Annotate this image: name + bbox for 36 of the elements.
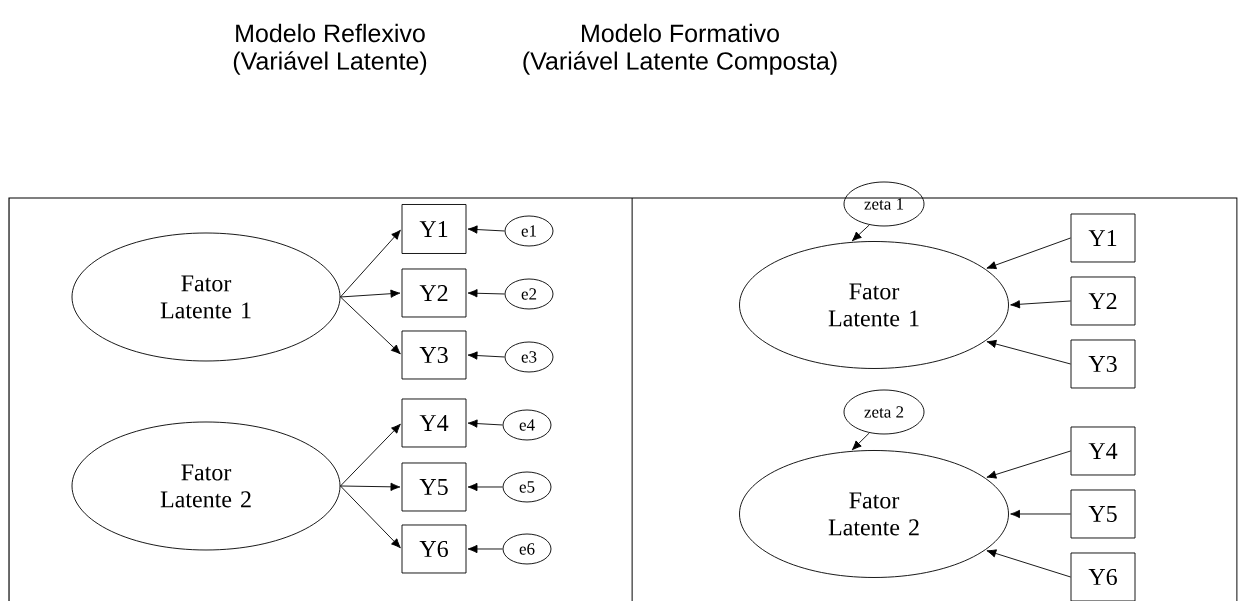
arrow (986, 549, 1071, 578)
arrow (1010, 300, 1071, 309)
indicator-box: Y6 (1070, 552, 1136, 601)
indicator-box: Y4 (401, 398, 467, 448)
arrow (467, 289, 505, 298)
indicator-box: Y2 (401, 268, 467, 318)
heading: (Variável Latente) (233, 51, 427, 75)
indicator-box: Y1 (401, 204, 467, 254)
arrow (340, 289, 401, 298)
arrow (467, 544, 503, 554)
indicator-box: Y3 (1070, 339, 1136, 389)
heading: Modelo Formativo (582, 23, 779, 43)
arrow (1010, 509, 1071, 519)
arrow (340, 229, 401, 298)
arrow (467, 419, 503, 428)
indicator-box: Y3 (401, 330, 467, 380)
arrow (340, 423, 401, 487)
arrow (986, 450, 1071, 479)
heading: Modelo Reflexivo (236, 23, 425, 43)
indicator-box: Y1 (1070, 213, 1136, 263)
arrow (340, 296, 401, 355)
indicator-box: Y4 (1070, 426, 1136, 476)
arrow (467, 225, 505, 234)
indicator-box: Y5 (1070, 489, 1136, 539)
arrow (986, 237, 1071, 270)
arrow (467, 482, 503, 492)
arrow (467, 351, 505, 360)
arrow (851, 432, 870, 451)
arrow (340, 485, 401, 549)
arrow (986, 339, 1071, 365)
indicator-box: Y5 (401, 462, 467, 512)
indicator-box: Y6 (401, 524, 467, 574)
heading: (Variável Latente Composta) (523, 51, 837, 75)
arrow (340, 482, 401, 491)
indicator-box: Y2 (1070, 276, 1136, 326)
arrow (851, 224, 870, 242)
